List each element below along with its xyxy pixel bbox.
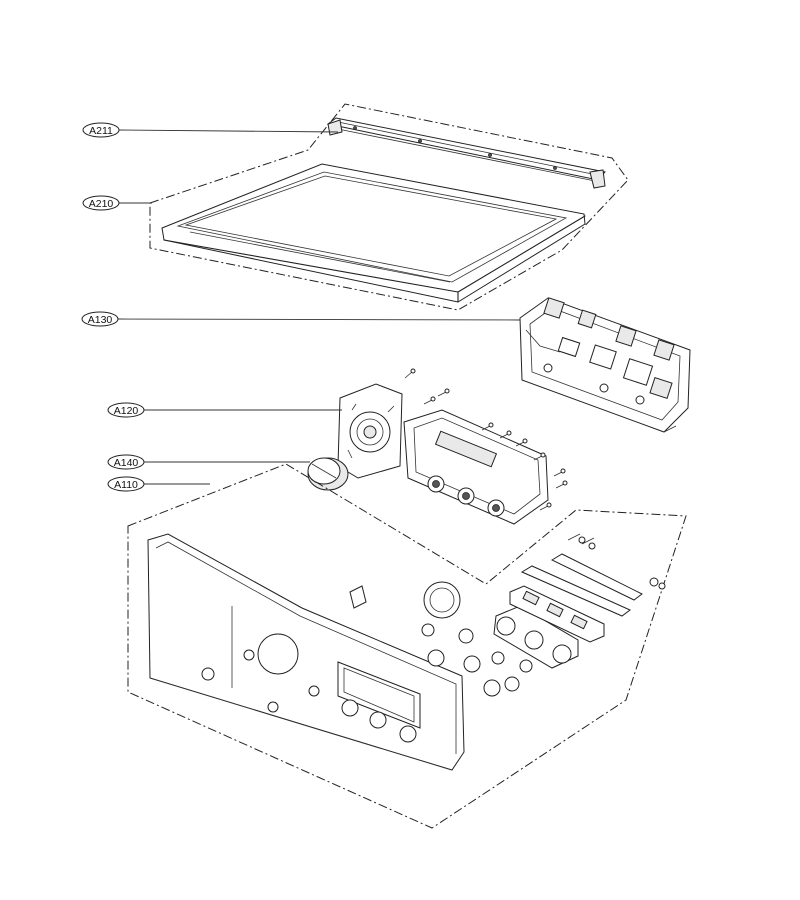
control-board-part — [337, 368, 568, 525]
callout-a130: A130 — [81, 311, 119, 327]
callout-a110-label: A110 — [114, 479, 138, 491]
callout-a110: A110 — [107, 476, 145, 492]
control-panel-part — [147, 533, 465, 771]
leader-a130 — [117, 318, 521, 321]
control-panel-group-boundary — [127, 463, 687, 829]
leader-a211 — [117, 129, 339, 133]
knob-part — [307, 457, 349, 491]
callout-a140-label: A140 — [114, 457, 139, 469]
callout-a120-label: A120 — [114, 405, 139, 417]
callout-a211: A211 — [82, 122, 120, 138]
rear-control-frame-part — [519, 297, 691, 433]
lid-group — [149, 103, 629, 311]
callout-a210-label: A210 — [89, 198, 114, 210]
callout-a210: A210 — [82, 195, 120, 211]
lid-frame-part — [161, 163, 586, 303]
callout-a140: A140 — [107, 454, 145, 470]
screws — [404, 368, 568, 511]
callout-a130-label: A130 — [88, 314, 113, 326]
leader-lines — [117, 129, 521, 485]
callout-a211-label: A211 — [89, 125, 113, 137]
top-rail-part — [326, 117, 606, 189]
callout-a120: A120 — [107, 402, 145, 418]
control-panel-group — [127, 463, 687, 829]
buttons-and-rings — [349, 581, 533, 697]
key-strip-part — [493, 533, 666, 669]
